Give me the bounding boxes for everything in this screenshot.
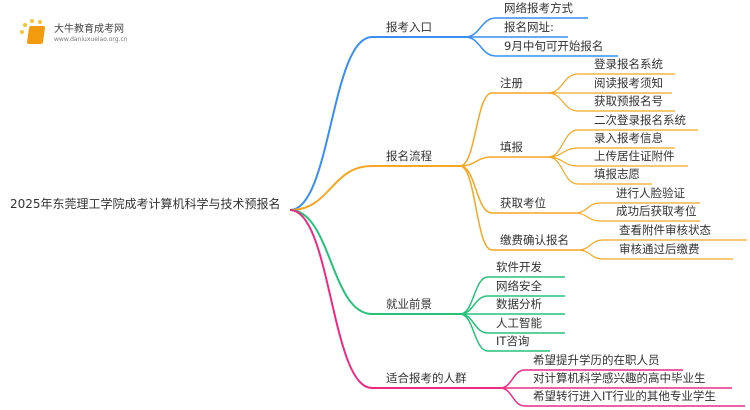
child-node: 缴费确认报名 <box>500 233 569 247</box>
leaf-node: 获取预报名号 <box>594 94 663 108</box>
root-node: 2025年东莞理工学院成考计算机科学与技术预报名 <box>10 197 281 211</box>
leaf-node: 成功后获取考位 <box>616 204 697 218</box>
leaf-node: 上传居住证附件 <box>594 149 675 163</box>
leaf-node: 进行人脸验证 <box>616 186 685 200</box>
branch-node: 就业前景 <box>386 297 432 311</box>
child-connector <box>459 156 548 167</box>
child-node: 对计算机科学感兴趣的高中毕业生 <box>533 371 706 385</box>
leaf-connector <box>547 147 675 158</box>
child-node: 数据分析 <box>496 297 542 311</box>
leaf-node: 二次登录报名系统 <box>594 113 686 127</box>
leaf-node: 填报志愿 <box>594 167 640 181</box>
child-node: 软件开发 <box>496 260 542 274</box>
leaf-connector <box>577 249 733 260</box>
child-node: IT咨询 <box>496 334 530 348</box>
logo-name: 大牛教育成考网 <box>54 24 124 35</box>
child-node: 希望提升学历的在职人员 <box>533 353 660 367</box>
logo: 大牛教育成考网 www.daniuxueiao.org.cn <box>18 18 158 48</box>
child-node: 9月中旬可开始报名 <box>504 39 604 53</box>
leaf-connector <box>547 129 698 158</box>
branch-connector <box>289 209 460 315</box>
child-connector <box>459 313 550 352</box>
child-connector <box>459 92 548 167</box>
logo-dot-icon <box>20 30 24 34</box>
branch-connector <box>289 209 500 389</box>
child-connector <box>464 36 618 57</box>
leaf-node: 查看附件审核状态 <box>619 223 711 237</box>
child-node: 注册 <box>500 76 523 90</box>
logo-url: www.daniuxueiao.org.cn <box>54 36 128 43</box>
leaf-connector <box>574 202 700 214</box>
leaf-connector <box>547 156 652 185</box>
child-connector <box>499 387 745 407</box>
logo-dot-icon <box>23 23 27 27</box>
branch-connector <box>289 165 460 211</box>
child-node: 网络报考方式 <box>504 1 573 15</box>
logo-dot-icon <box>30 19 34 23</box>
child-node: 获取考位 <box>500 196 546 210</box>
child-node: 网络安全 <box>496 279 542 293</box>
child-connector <box>459 165 575 214</box>
child-node: 填报 <box>500 140 523 154</box>
child-node: 人工智能 <box>496 316 542 330</box>
child-connector <box>459 165 578 251</box>
leaf-node: 阅读报考须知 <box>594 76 663 90</box>
child-node: 希望转行进入IT行业的其他专业学生 <box>533 389 716 403</box>
leaf-connector <box>577 239 747 251</box>
leaf-connector <box>547 73 675 94</box>
leaf-connector <box>574 212 700 222</box>
branch-connector <box>289 36 465 211</box>
branch-node: 报名流程 <box>386 149 432 163</box>
leaf-node: 审核通过后缴费 <box>619 242 700 256</box>
branch-node: 报考入口 <box>386 20 432 34</box>
leaf-node: 录入报考信息 <box>594 131 663 145</box>
leaf-node: 登录报名系统 <box>594 57 663 71</box>
child-node: 报名网址: <box>504 20 554 34</box>
logo-dot-icon <box>38 20 42 24</box>
branch-node: 适合报考的人群 <box>386 371 467 385</box>
leaf-connector <box>547 92 675 112</box>
